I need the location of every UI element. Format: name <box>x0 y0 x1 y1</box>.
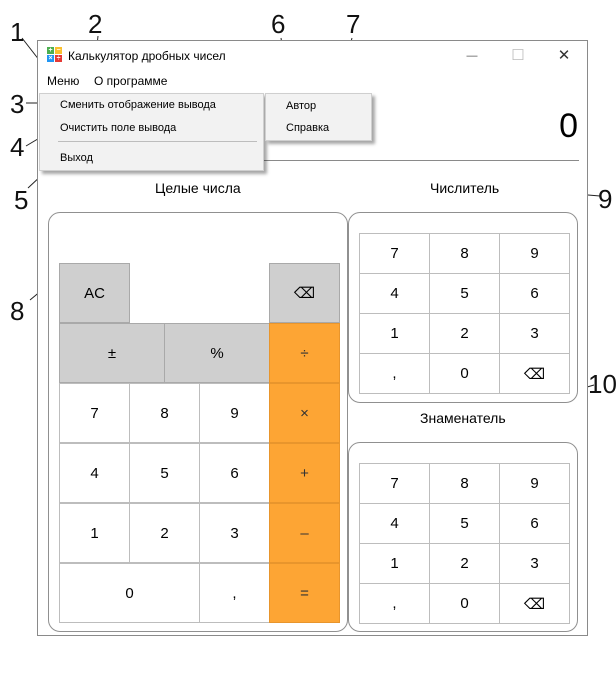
backspace-button[interactable]: ⌫ <box>269 263 340 323</box>
numerator-key-7[interactable]: 7 <box>359 233 430 274</box>
annotation-4: 4 <box>10 132 25 162</box>
denominator-key-3[interactable]: 3 <box>499 543 570 584</box>
annotation-8: 8 <box>10 296 25 326</box>
menu-separator <box>58 141 257 142</box>
subtract-button[interactable]: – <box>269 503 340 563</box>
annotation-2: 2 <box>88 9 103 39</box>
ac-button[interactable]: AC <box>59 263 130 323</box>
numerator-key-8[interactable]: 8 <box>429 233 500 274</box>
key-7[interactable]: 7 <box>59 383 130 443</box>
divide-button[interactable]: ÷ <box>269 323 340 383</box>
denominator-key-2[interactable]: 2 <box>429 543 500 584</box>
key-0[interactable]: 0 <box>59 563 200 623</box>
numerator-key-2[interactable]: 2 <box>429 313 500 354</box>
comma-button[interactable]: , <box>199 563 270 623</box>
denominator-key-7[interactable]: 7 <box>359 463 430 504</box>
multiply-button[interactable]: × <box>269 383 340 443</box>
numerator-key-4[interactable]: 4 <box>359 273 430 314</box>
denominator-key-5[interactable]: 5 <box>429 503 500 544</box>
about-item-help[interactable]: Справка <box>286 122 330 134</box>
menu-item-clear-output[interactable]: Очистить поле вывода <box>60 122 177 134</box>
numerator-comma-button[interactable]: , <box>359 353 430 394</box>
annotation-10: 10 <box>588 369 616 399</box>
key-2[interactable]: 2 <box>129 503 200 563</box>
denominator-backspace-button[interactable]: ⌫ <box>499 583 570 624</box>
numerator-backspace-button[interactable]: ⌫ <box>499 353 570 394</box>
numerator-key-9[interactable]: 9 <box>499 233 570 274</box>
key-4[interactable]: 4 <box>59 443 130 503</box>
key-9[interactable]: 9 <box>199 383 270 443</box>
menu-dropdown: Сменить отображение вывода Очистить поле… <box>39 93 264 171</box>
menu-main[interactable]: Меню <box>47 74 80 88</box>
key-1[interactable]: 1 <box>59 503 130 563</box>
percent-button[interactable]: % <box>164 323 270 383</box>
numerator-key-0[interactable]: 0 <box>429 353 500 394</box>
denominator-key-9[interactable]: 9 <box>499 463 570 504</box>
output-divider <box>43 160 579 161</box>
maximize-button[interactable]: ☐ <box>511 47 525 64</box>
numerator-keypad: 7 8 9 4 5 6 1 2 3 , 0 ⌫ <box>348 212 578 403</box>
integers-label: Целые числа <box>155 180 241 196</box>
numerator-key-1[interactable]: 1 <box>359 313 430 354</box>
denominator-key-8[interactable]: 8 <box>429 463 500 504</box>
key-8[interactable]: 8 <box>129 383 200 443</box>
denominator-key-4[interactable]: 4 <box>359 503 430 544</box>
menu-item-exit[interactable]: Выход <box>60 152 93 164</box>
equals-button[interactable]: = <box>269 563 340 623</box>
annotation-9: 9 <box>598 184 613 214</box>
menu-about[interactable]: О программе <box>94 74 168 88</box>
denominator-comma-button[interactable]: , <box>359 583 430 624</box>
close-button[interactable]: ✕ <box>557 47 571 64</box>
denominator-key-6[interactable]: 6 <box>499 503 570 544</box>
about-item-author[interactable]: Автор <box>286 100 317 112</box>
denominator-label: Знаменатель <box>420 410 506 426</box>
key-5[interactable]: 5 <box>129 443 200 503</box>
key-3[interactable]: 3 <box>199 503 270 563</box>
annotation-6: 6 <box>271 9 286 39</box>
annotation-7: 7 <box>346 9 361 39</box>
title-bar[interactable]: + − × ÷ Калькулятор дробных чисел — ☐ ✕ <box>38 41 587 71</box>
menu-item-toggle-output-display[interactable]: Сменить отображение вывода <box>60 99 216 111</box>
annotation-1: 1 <box>10 17 25 47</box>
key-6[interactable]: 6 <box>199 443 270 503</box>
plus-minus-button[interactable]: ± <box>59 323 165 383</box>
window-title: Калькулятор дробных чисел <box>68 49 226 63</box>
numerator-key-6[interactable]: 6 <box>499 273 570 314</box>
denominator-key-0[interactable]: 0 <box>429 583 500 624</box>
numerator-label: Числитель <box>430 180 500 196</box>
denominator-keypad: 7 8 9 4 5 6 1 2 3 , 0 ⌫ <box>348 442 578 632</box>
numerator-key-5[interactable]: 5 <box>429 273 500 314</box>
add-button[interactable]: + <box>269 443 340 503</box>
about-dropdown: Автор Справка <box>265 93 372 141</box>
app-icon: + − × ÷ <box>47 47 62 62</box>
minimize-button[interactable]: — <box>466 50 478 62</box>
integer-keypad: AC ⌫ ± % ÷ 7 8 9 × 4 5 6 + 1 2 3 – 0 , = <box>48 212 348 632</box>
numerator-key-3[interactable]: 3 <box>499 313 570 354</box>
denominator-key-1[interactable]: 1 <box>359 543 430 584</box>
annotation-5: 5 <box>14 185 29 215</box>
annotation-3: 3 <box>10 89 25 119</box>
menu-bar: Меню О программе <box>38 71 587 93</box>
output-display: 0 <box>559 107 578 145</box>
